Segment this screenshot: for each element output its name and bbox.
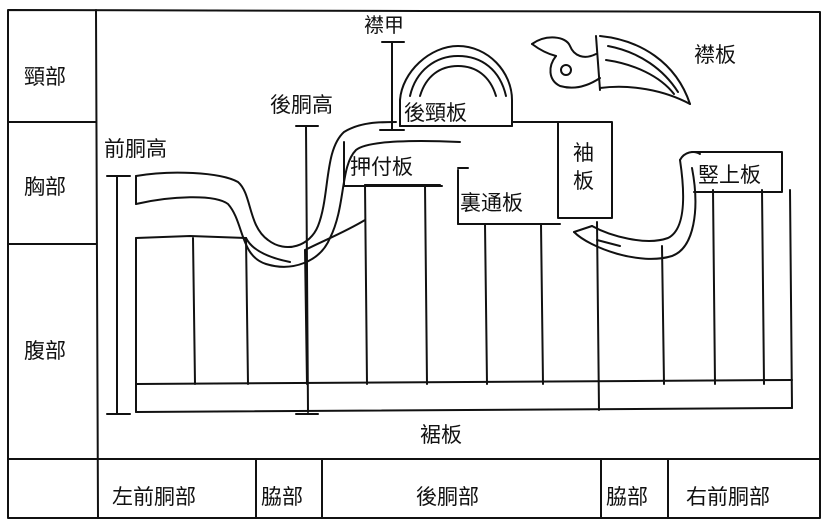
abdomen-label: 腹部 — [24, 339, 66, 363]
right-front-band — [573, 151, 701, 260]
back-label: 後胴部 — [416, 485, 479, 509]
outer-border — [7, 9, 821, 519]
front-height-measure — [106, 175, 131, 415]
left-front-label: 左前胴部 — [112, 485, 196, 509]
collar-armor-label: 襟甲 — [364, 13, 404, 37]
front-height-label: 前胴高 — [104, 137, 167, 161]
back-height-measure — [295, 125, 319, 415]
front-band — [135, 121, 461, 268]
inner-passage-plate-box — [457, 167, 469, 225]
sleeve-plate-label-1: 袖 — [573, 141, 594, 165]
skirt-plate-label: 裾板 — [420, 423, 462, 447]
vertical-top-plate-box — [691, 151, 783, 193]
pressing-plate-box — [343, 141, 443, 187]
right-side-label: 脇部 — [606, 485, 648, 509]
collar-plate-drawing — [531, 35, 691, 105]
neck-label: 頸部 — [24, 65, 66, 89]
left-side-label: 脇部 — [261, 485, 303, 509]
back-neck-plate-label: 後頸板 — [404, 101, 467, 125]
frame-grid — [7, 9, 821, 519]
vertical-top-plate-label: 竪上板 — [698, 163, 761, 187]
sleeve-plate-box — [557, 121, 613, 219]
collar-plate-label: 襟板 — [694, 43, 736, 67]
collar-armor-measure — [379, 41, 405, 131]
back-neck-plate — [399, 45, 561, 127]
sleeve-plate-label-2: 板 — [573, 169, 594, 193]
right-front-label: 右前胴部 — [686, 485, 770, 509]
left-column-divider — [95, 9, 99, 519]
chest-label: 胸部 — [24, 175, 66, 199]
inner-passage-plate-label: 裏通板 — [460, 191, 523, 215]
pressing-plate-label: 押付板 — [350, 155, 413, 179]
back-height-label: 後胴高 — [270, 93, 333, 117]
labels: 頸部 胸部 腹部 左前胴部 脇部 後胴部 脇部 右前胴部 襟甲 襟板 後胴高 前… — [24, 13, 770, 509]
